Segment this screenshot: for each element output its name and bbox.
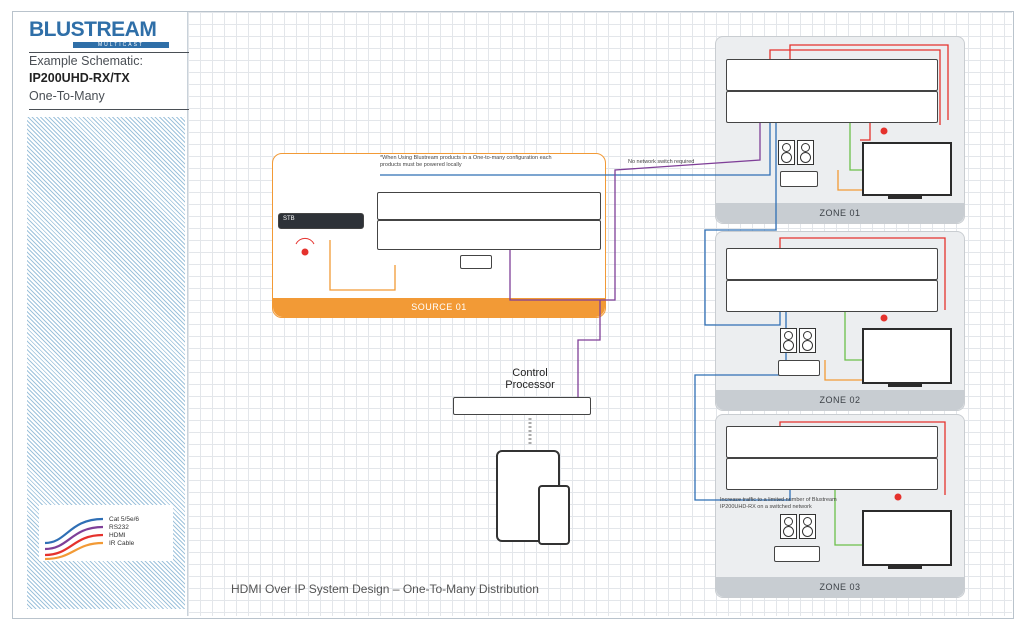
zone-01-label: ZONE 01 bbox=[716, 203, 964, 223]
zone-02-amp bbox=[778, 360, 820, 376]
legend-rs232: RS232 bbox=[109, 524, 129, 531]
diagram-title: HDMI Over IP System Design – One-To-Many… bbox=[231, 582, 539, 596]
source-01-label: SOURCE 01 bbox=[273, 298, 605, 317]
set-top-box: STB bbox=[278, 213, 364, 229]
zone-03-display-stand bbox=[888, 566, 922, 569]
zone-01-speaker-left bbox=[778, 140, 795, 165]
ip200uhd-tx-top bbox=[377, 192, 601, 220]
zone-02-label: ZONE 02 bbox=[716, 390, 964, 410]
legend-cat: Cat 5/5e/6 bbox=[109, 516, 139, 523]
ip200uhd-tx-bottom bbox=[377, 220, 601, 250]
zone-03-speaker-left bbox=[780, 514, 797, 539]
model-number: IP200UHD-RX/TX bbox=[29, 71, 130, 85]
zone-03-display bbox=[862, 510, 952, 566]
zone-01-rx-top bbox=[726, 59, 938, 91]
zone-03-rx-top bbox=[726, 426, 938, 458]
stb-label: STB bbox=[283, 216, 295, 222]
sidebar: BLUSTREAM MULTICAST Example Schematic: I… bbox=[13, 12, 189, 616]
phone-icon bbox=[538, 485, 570, 545]
legend-ir: IR Cable bbox=[109, 540, 135, 547]
zone-01-rx-bottom bbox=[726, 91, 938, 123]
zone-02-display-stand bbox=[888, 384, 922, 387]
brand-tagline: MULTICAST bbox=[73, 42, 169, 48]
control-processor-label: Control Processor bbox=[494, 367, 566, 391]
cable-legend: Cat 5/5e/6 RS232 HDMI IR Cable bbox=[39, 505, 173, 561]
zone-02-speaker-right bbox=[799, 328, 816, 353]
zone-02-speaker-left bbox=[780, 328, 797, 353]
configuration-name: One-To-Many bbox=[29, 89, 105, 103]
zone-01-amp bbox=[780, 171, 818, 187]
ir-connector bbox=[460, 255, 492, 269]
zone-03-speaker-right bbox=[799, 514, 816, 539]
zone-02-rx-bottom bbox=[726, 280, 938, 312]
brand-logo: BLUSTREAM bbox=[29, 18, 157, 41]
divider bbox=[29, 52, 189, 53]
power-note: *When Using Blustream products in a One-… bbox=[380, 155, 552, 168]
divider bbox=[29, 109, 189, 110]
zone-01-speaker-right bbox=[797, 140, 814, 165]
control-label-line2: Processor bbox=[505, 379, 555, 391]
zone-03-label: ZONE 03 bbox=[716, 577, 964, 597]
control-processor bbox=[453, 397, 591, 415]
zone-02-rx-top bbox=[726, 248, 938, 280]
zone-01-display-stand bbox=[888, 196, 922, 199]
control-label-line1: Control bbox=[512, 367, 548, 379]
zone-03-rx-bottom bbox=[726, 458, 938, 490]
zone-03-note: Increase traffic to a limited number of … bbox=[720, 497, 837, 510]
zone-03-amp bbox=[774, 546, 820, 562]
network-note: No network switch required bbox=[628, 159, 695, 165]
zone-01-display bbox=[862, 142, 952, 196]
zone-02-display bbox=[862, 328, 952, 384]
legend-hdmi: HDMI bbox=[109, 532, 126, 539]
schematic-label: Example Schematic: bbox=[29, 54, 143, 68]
legend-curves bbox=[44, 517, 104, 561]
